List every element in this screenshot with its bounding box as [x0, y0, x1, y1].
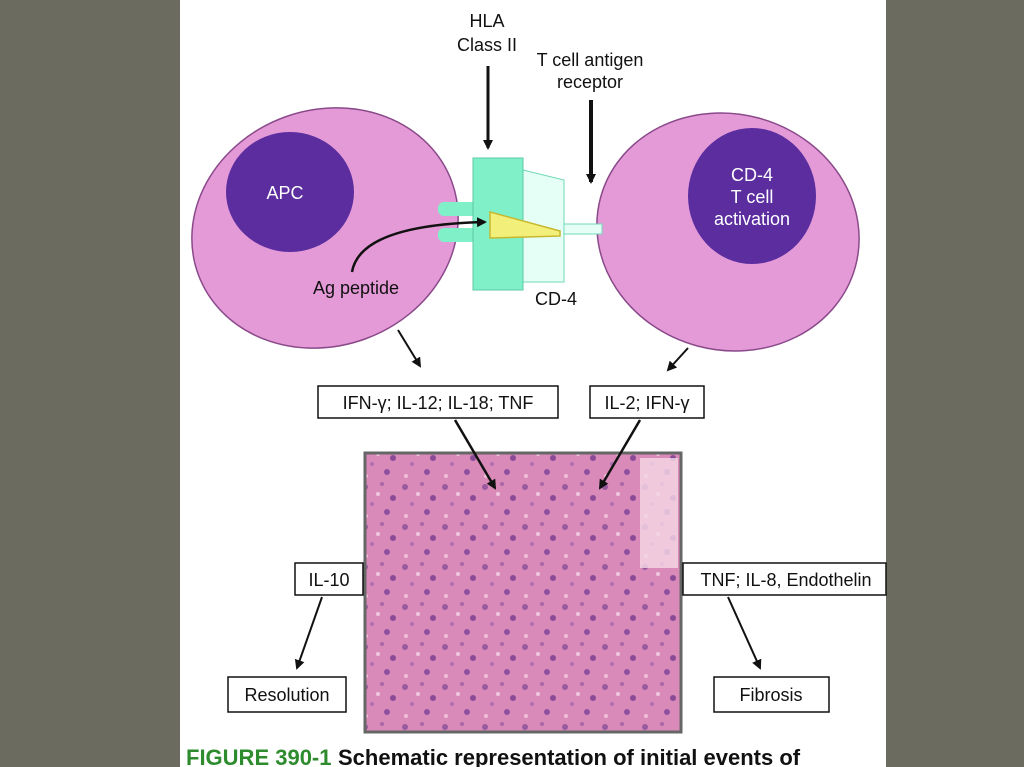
- tcr-label-1: T cell antigen: [537, 50, 644, 70]
- cd4-cell-label-3: activation: [714, 209, 790, 229]
- t-cytokine-arrow: [598, 419, 642, 490]
- cd4-cell-label-1: CD-4: [731, 165, 773, 185]
- apc-label: APC: [266, 183, 303, 203]
- ag-peptide-label: Ag peptide: [313, 278, 399, 298]
- hla-left-arm2: [438, 228, 478, 242]
- tcr-stem: [559, 223, 603, 235]
- il10-label: IL-10: [308, 570, 349, 590]
- t-cell-nucleus: [688, 128, 816, 264]
- t-cytokines-box: [589, 385, 705, 419]
- resolution-arrow: [294, 596, 323, 670]
- fibrotic-cytokines: TNF; IL-8, Endothelin: [700, 570, 871, 590]
- apc-cytokines-box: [317, 385, 559, 419]
- cd4-cell-label-2: T cell: [731, 187, 774, 207]
- cd4-label: CD-4: [535, 289, 577, 309]
- hla-left-arm: [438, 202, 478, 216]
- fibrotic-cytokines-box: [682, 562, 887, 596]
- resolution-box: [227, 676, 347, 713]
- fibrosis-arrow: [727, 596, 762, 670]
- hla-label-2: Class II: [457, 35, 517, 55]
- apc-cytokine-arrow: [453, 419, 497, 490]
- t-cytokines: IL-2; IFN-γ: [604, 393, 689, 413]
- resolution-label: Resolution: [244, 685, 329, 705]
- apc-nucleus: [226, 132, 354, 252]
- fibrosis-label: Fibrosis: [739, 685, 802, 705]
- tcell-down-arrow: [666, 347, 689, 372]
- apc-down-arrow: [397, 329, 422, 368]
- il10-box: [294, 562, 364, 596]
- tcr-label-2: receptor: [557, 72, 623, 92]
- ag-peptide-shape: [489, 211, 561, 239]
- figure-number: FIGURE 390-1: [186, 745, 332, 767]
- histology-pale-region: [640, 458, 678, 568]
- fibrosis-box: [713, 676, 830, 713]
- figure-caption: Schematic representation of initial even…: [338, 745, 801, 767]
- histology-image: [363, 451, 683, 734]
- ag-peptide-arrow: [350, 217, 487, 273]
- hla-label-1: HLA: [469, 11, 504, 31]
- apc-cytokines: IFN-γ; IL-12; IL-18; TNF: [343, 393, 534, 413]
